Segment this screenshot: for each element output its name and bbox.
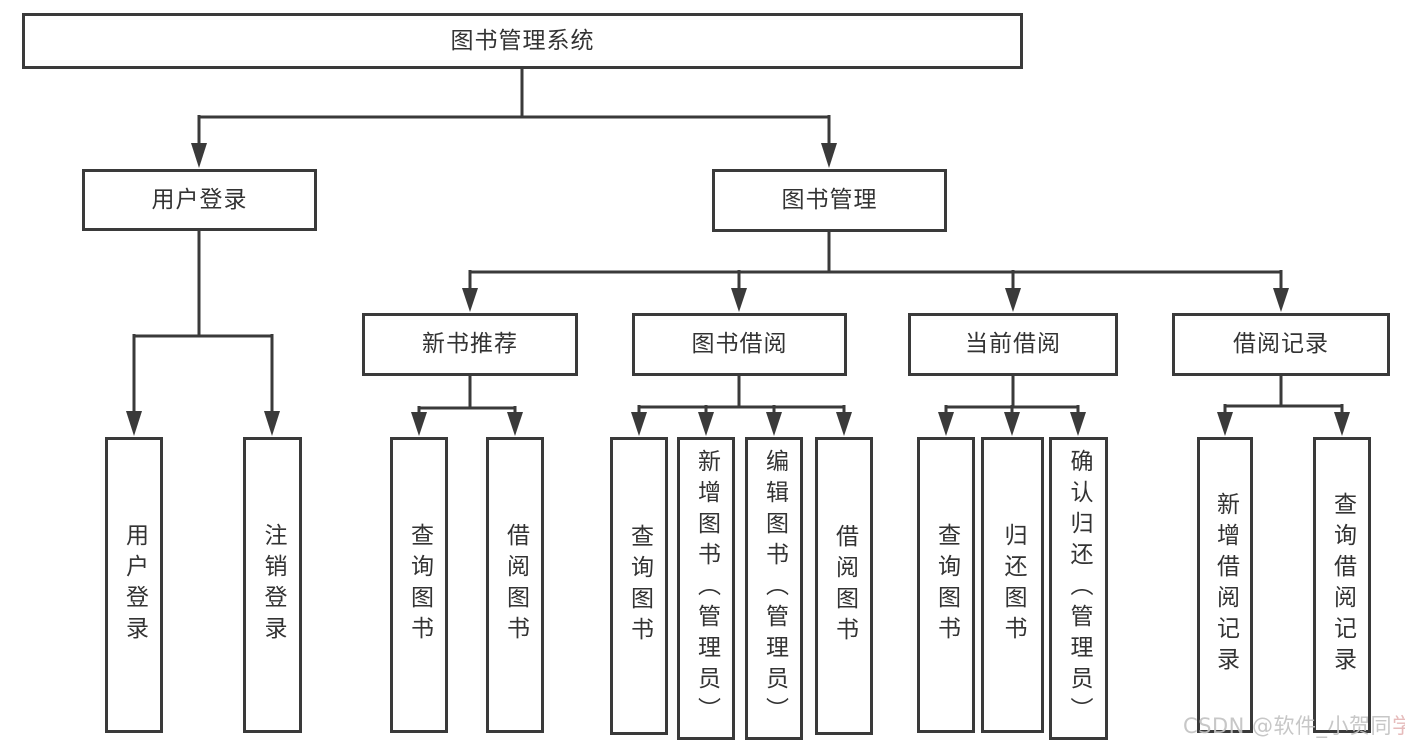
csdn-watermark-main: CSDN @软件_小贺同 (1183, 714, 1393, 738)
leaf-confirm-return-admin-label: 确认归还（管理员） (1066, 449, 1092, 728)
node-new-book-recommend: 新书推荐 (362, 313, 578, 376)
leaf-add-book-admin-label: 新增图书（管理员） (693, 449, 720, 728)
leaf-return-books: 归还图书 (981, 437, 1044, 733)
node-book-borrow-label: 图书借阅 (691, 331, 788, 357)
leaf-current-query-books: 查询图书 (917, 437, 975, 733)
leaf-confirm-return-admin: 确认归还（管理员） (1049, 437, 1108, 740)
csdn-watermark: CSDN @软件_小贺同学 (1183, 716, 1405, 737)
leaf-current-query-books-label: 查询图书 (933, 523, 960, 647)
node-root-system-label: 图书管理系统 (450, 27, 595, 54)
leaf-logout: 注销登录 (243, 437, 302, 733)
leaf-add-borrow-record-label: 新增借阅记录 (1212, 492, 1239, 678)
leaf-recommend-borrow-books: 借阅图书 (486, 437, 544, 733)
leaf-add-borrow-record: 新增借阅记录 (1197, 437, 1253, 733)
leaf-borrow-borrow-books: 借阅图书 (815, 437, 873, 735)
leaf-recommend-query-books-label: 查询图书 (406, 523, 433, 647)
node-new-book-recommend-label: 新书推荐 (422, 331, 518, 357)
leaf-recommend-borrow-books-label: 借阅图书 (502, 523, 529, 647)
leaf-edit-book-admin-label: 编辑图书（管理员） (761, 449, 788, 728)
node-current-borrow: 当前借阅 (908, 313, 1118, 376)
leaf-borrow-query-books: 查询图书 (610, 437, 668, 735)
leaf-recommend-query-books: 查询图书 (390, 437, 448, 733)
leaf-query-borrow-record-label: 查询借阅记录 (1329, 492, 1356, 678)
leaf-user-login-label: 用户登录 (121, 523, 148, 647)
node-user-login-label: 用户登录 (151, 186, 248, 213)
node-book-borrow: 图书借阅 (632, 313, 847, 376)
leaf-borrow-borrow-books-label: 借阅图书 (831, 524, 858, 648)
leaf-borrow-query-books-label: 查询图书 (626, 524, 653, 648)
node-borrow-records: 借阅记录 (1172, 313, 1390, 376)
node-current-borrow-label: 当前借阅 (965, 331, 1061, 357)
node-book-management: 图书管理 (712, 169, 947, 232)
node-book-management-label: 图书管理 (781, 187, 878, 213)
node-root-system: 图书管理系统 (22, 13, 1023, 69)
leaf-edit-book-admin: 编辑图书（管理员） (745, 437, 803, 740)
csdn-watermark-accent: 学 (1392, 714, 1405, 738)
leaf-logout-label: 注销登录 (260, 523, 286, 647)
node-user-login: 用户登录 (82, 169, 317, 231)
leaf-add-book-admin: 新增图书（管理员） (677, 437, 735, 740)
leaf-query-borrow-record: 查询借阅记录 (1313, 437, 1371, 733)
leaf-user-login: 用户登录 (105, 437, 163, 733)
leaf-return-books-label: 归还图书 (1000, 523, 1026, 647)
node-borrow-records-label: 借阅记录 (1233, 331, 1329, 357)
